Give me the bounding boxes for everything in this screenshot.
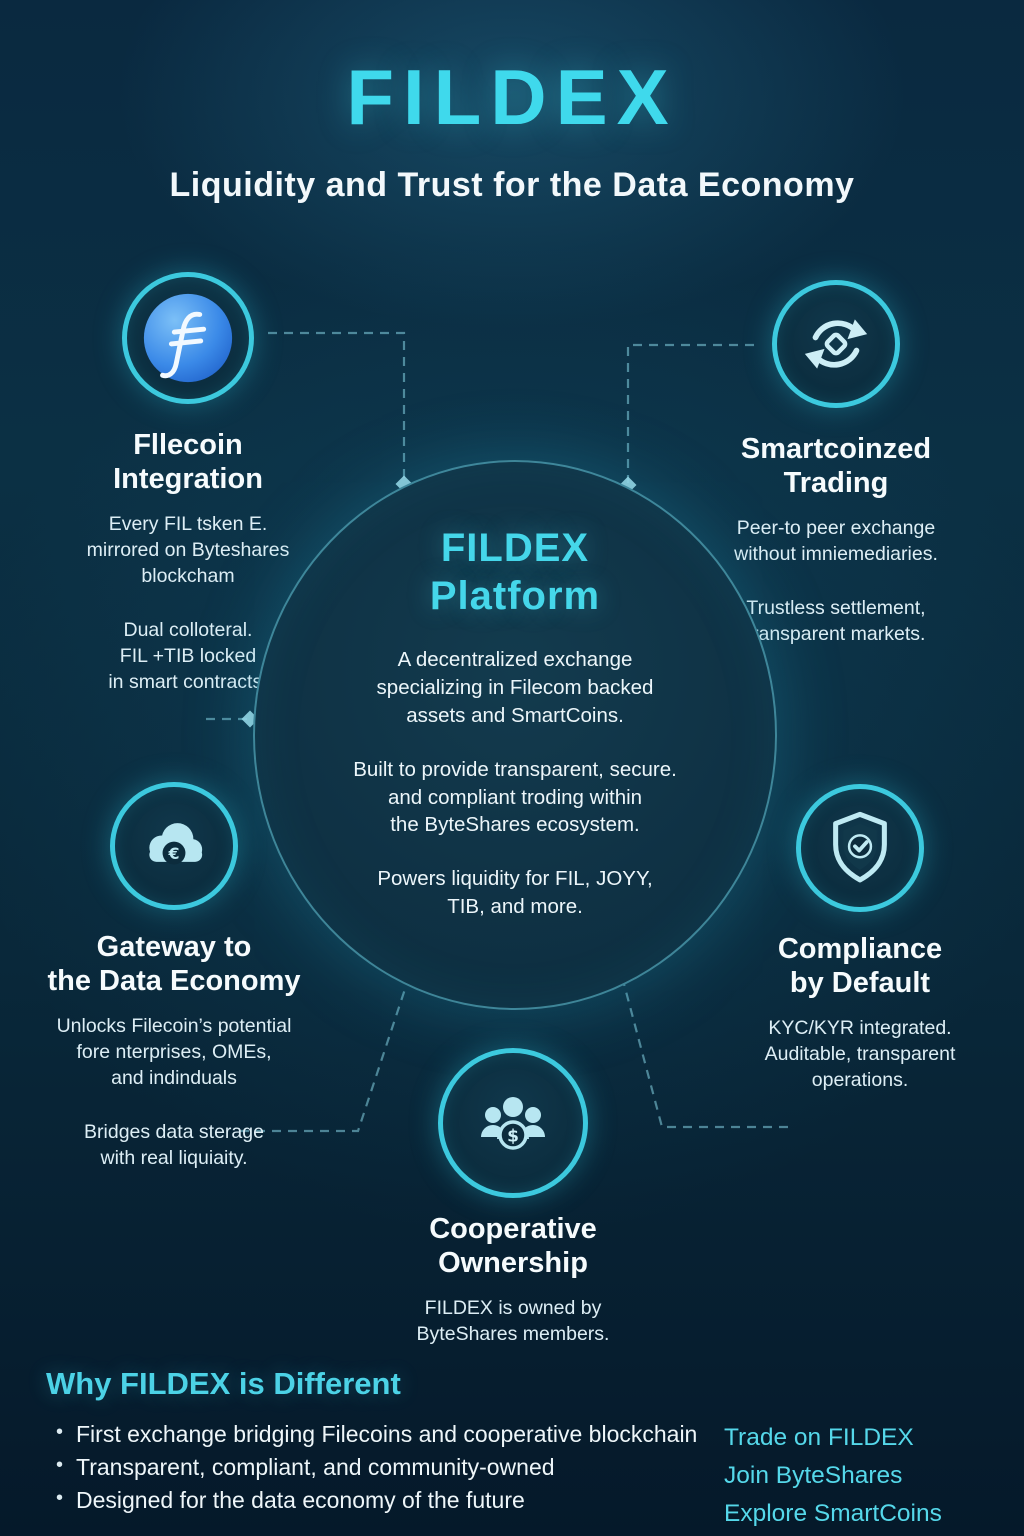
node-paragraph: Trustless settlement, transparent market… (746, 597, 926, 646)
node-title: Gateway to the Data Economy (47, 931, 301, 998)
node-paragraph: Dual colloteral. FIL +TIB locked in smar… (108, 619, 268, 694)
node-paragraph: Every FIL tsken E. mirrored on Byteshare… (86, 513, 290, 588)
node-title: Smartcoinzed Trading (740, 433, 932, 500)
node-paragraph: KYC/KYR integrated. Auditable, transpare… (764, 1017, 956, 1092)
node-gateway-data-economy: € Gateway to the Data Economy Unlocks Fi… (0, 782, 354, 1172)
platform-paragraph: A decentralized exchange specializing in… (376, 648, 654, 727)
people-dollar-icon-ring: $ (438, 1048, 588, 1198)
bullet-item: Transparent, compliant, and community-ow… (48, 1451, 708, 1484)
link-explore-smartcoins[interactable]: Explore SmartCoins (724, 1500, 942, 1527)
cloud-euro-icon-ring: € (110, 782, 238, 910)
bullet-item: First exchange bridging Filecoins and co… (48, 1418, 708, 1451)
link-join-byteshares[interactable]: Join ByteShares (724, 1462, 903, 1489)
platform-paragraph: Powers liquidity for FIL, JOYY, TIB, and… (377, 867, 653, 919)
shield-check-icon (833, 811, 887, 883)
sync-arrows-icon-ring (772, 280, 900, 408)
svg-text:€: € (167, 844, 179, 863)
node-compliance-by-default: Compliance by Default KYC/KYR integrated… (678, 784, 1024, 1094)
node-paragraph: FILDEX is owned by ByteShares members. (416, 1297, 610, 1346)
node-paragraph: Unlocks Filecoin’s potential fore nterpr… (56, 1015, 292, 1090)
subtitle: Liquidity and Trust for the Data Economy (169, 166, 855, 204)
sync-arrows-icon (804, 319, 868, 369)
filecoin-icon-ring (122, 272, 254, 404)
footer-heading: Why FILDEX is Different (46, 1366, 401, 1401)
node-title: Fllecoin Integration (113, 429, 263, 496)
node-title: Compliance by Default (777, 933, 943, 1000)
node-filecoin-integration: Fllecoin Integration Every FIL tsken E. … (18, 272, 358, 696)
svg-text:$: $ (507, 1127, 519, 1147)
node-paragraph: Bridges data sterage with real liquiaity… (84, 1121, 264, 1170)
node-title: Cooperative Ownership (429, 1213, 597, 1280)
node-paragraph: Peer-to peer exchange without imniemedia… (734, 517, 938, 566)
bullet-item: Designed for the data economy of the fut… (48, 1484, 708, 1517)
people-dollar-icon: $ (481, 1097, 545, 1150)
node-smartcoinized-trading: Smartcoinzed Trading Peer-to peer exchan… (656, 280, 1016, 648)
bullet-list: First exchange bridging Filecoins and co… (48, 1418, 708, 1517)
platform-paragraph: Built to provide transparent, secure. an… (353, 757, 677, 837)
platform-title: FILDEX Platform (429, 526, 601, 618)
shield-check-icon-ring (796, 784, 924, 912)
main-title: FILDEX (346, 53, 678, 141)
node-cooperative-ownership: $ Cooperative Ownership FILDEX is owned … (333, 1048, 693, 1348)
filecoin-icon (143, 293, 233, 383)
cta-links: Trade on FILDEX Join ByteShares Explore … (724, 1424, 1014, 1536)
link-trade-on-fildex[interactable]: Trade on FILDEX (724, 1424, 914, 1451)
platform-circle: FILDEX Platform A decentralized exchange… (253, 460, 777, 1010)
cloud-euro-icon: € (149, 823, 203, 865)
